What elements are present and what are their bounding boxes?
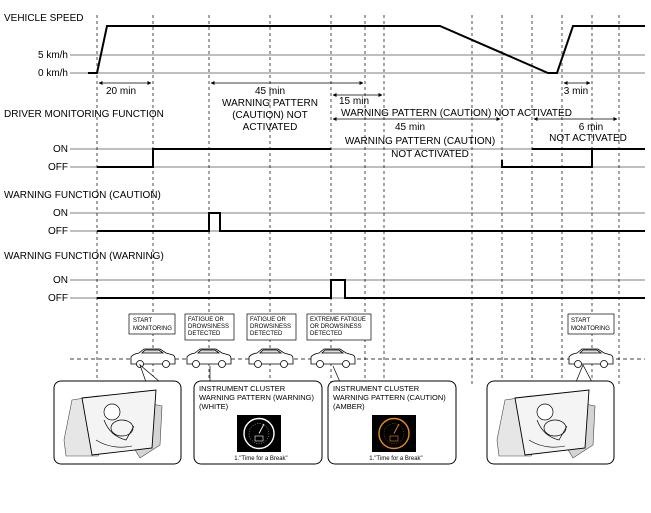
event-label: START: [571, 318, 590, 324]
event-label: DROWSINESS: [188, 324, 229, 330]
event-label: FATIGUE OR: [250, 317, 287, 323]
event-label: MONITORING: [571, 326, 610, 332]
driver-camera-illustration-left: [53, 380, 182, 465]
warning-warning-title: WARNING FUNCTION (WARNING): [4, 251, 164, 262]
vehicle-speed-title: VEHICLE SPEED: [4, 13, 83, 24]
dm-trace-2: [501, 148, 645, 168]
interval-45min-b: 45 min: [395, 122, 425, 133]
event-box: EXTREME FATIGUE OR DROWSINESS DETECTED: [306, 313, 372, 341]
dm-off-label: OFF: [48, 162, 68, 173]
speed-level-0: 0 km/h: [38, 68, 68, 79]
event-label: DETECTED: [310, 331, 343, 337]
event-box: FATIGUE OR DROWSINESS DETECTED: [184, 313, 235, 341]
dm-trace-1: [97, 148, 331, 168]
cluster-panel-caution: INSTRUMENT CLUSTER WARNING PATTERN (CAUT…: [327, 380, 457, 465]
cluster-warning-title-3: (WHITE): [199, 402, 229, 411]
interval-45min-a: 45 min: [255, 86, 285, 97]
event-box: START MONITORING: [567, 313, 615, 335]
interval-45min-a-desc-2: (CAUTION) NOT: [232, 110, 308, 121]
ww-on-label: ON: [53, 275, 68, 286]
ww-off-label: OFF: [48, 293, 68, 304]
callout-pointer: [332, 365, 341, 383]
interval-6min-desc: NOT ACTIVATED: [549, 133, 627, 144]
interval-15min: 15 min: [339, 96, 369, 107]
event-label: FATIGUE OR: [188, 317, 225, 323]
speed-level-5: 5 km/h: [38, 50, 68, 61]
interval-20min: 20 min: [106, 86, 136, 97]
wc-off-label: OFF: [48, 226, 68, 237]
driver-monitoring-title: DRIVER MONITORING FUNCTION: [4, 109, 164, 120]
gauge-amber-needle: [393, 423, 400, 434]
car-icon: [248, 348, 294, 368]
event-label: START: [133, 318, 152, 324]
event-label: OR DROWSINESS: [310, 324, 362, 330]
gauge-white-ring: [243, 417, 275, 450]
event-label: DETECTED: [188, 331, 221, 337]
interval-45min-b-desc-2: NOT ACTIVATED: [391, 149, 469, 160]
cluster-caution-caption: 1."Time for a Break": [369, 456, 422, 462]
wc-on-label: ON: [53, 208, 68, 219]
gauge-white-needle: [258, 423, 265, 434]
dm-on-label: ON: [53, 144, 68, 155]
cluster-caution-title-3: (AMBER): [333, 402, 365, 411]
interval-45min-a-desc-1: WARNING PATTERN: [222, 98, 318, 109]
ww-trace: [97, 279, 645, 299]
interval-6min: 6 min: [579, 122, 603, 133]
event-label: EXTREME FATIGUE: [310, 317, 366, 323]
event-box: FATIGUE OR DROWSINESS DETECTED: [246, 313, 297, 341]
interval-45min-b-desc-1: WARNING PATTERN (CAUTION): [345, 136, 495, 147]
wc-trace: [97, 212, 645, 232]
car-icon: [310, 348, 356, 368]
cluster-warning-title-2: WARNING PATTERN (WARNING): [199, 393, 314, 402]
car-icon: [186, 348, 232, 368]
warning-caution-title: WARNING FUNCTION (CAUTION): [4, 190, 161, 201]
car-icon: [130, 348, 176, 368]
driver-camera-illustration-right: [486, 380, 615, 465]
cluster-warning-title-1: INSTRUMENT CLUSTER: [199, 384, 286, 393]
interval-45min-a-desc-3: ACTIVATED: [243, 122, 298, 133]
car-icon: [568, 348, 614, 368]
event-box: START MONITORING: [128, 313, 176, 335]
interval-long-desc: WARNING PATTERN (CAUTION) NOT ACTIVATED: [341, 108, 572, 119]
cluster-warning-caption: 1."Time for a Break": [234, 456, 287, 462]
speed-trace: [88, 25, 645, 74]
cluster-panel-warning: INSTRUMENT CLUSTER WARNING PATTERN (WARN…: [193, 380, 323, 465]
event-label: DETECTED: [250, 331, 283, 337]
event-label: MONITORING: [133, 326, 172, 332]
callout-pointer: [139, 363, 161, 383]
event-label: DROWSINESS: [250, 324, 291, 330]
interval-3min: 3 min: [564, 86, 588, 97]
cluster-caution-title-2: WARNING PATTERN (CAUTION): [333, 393, 446, 402]
cluster-caution-title-1: INSTRUMENT CLUSTER: [333, 384, 420, 393]
gauge-amber-ring: [378, 417, 410, 450]
